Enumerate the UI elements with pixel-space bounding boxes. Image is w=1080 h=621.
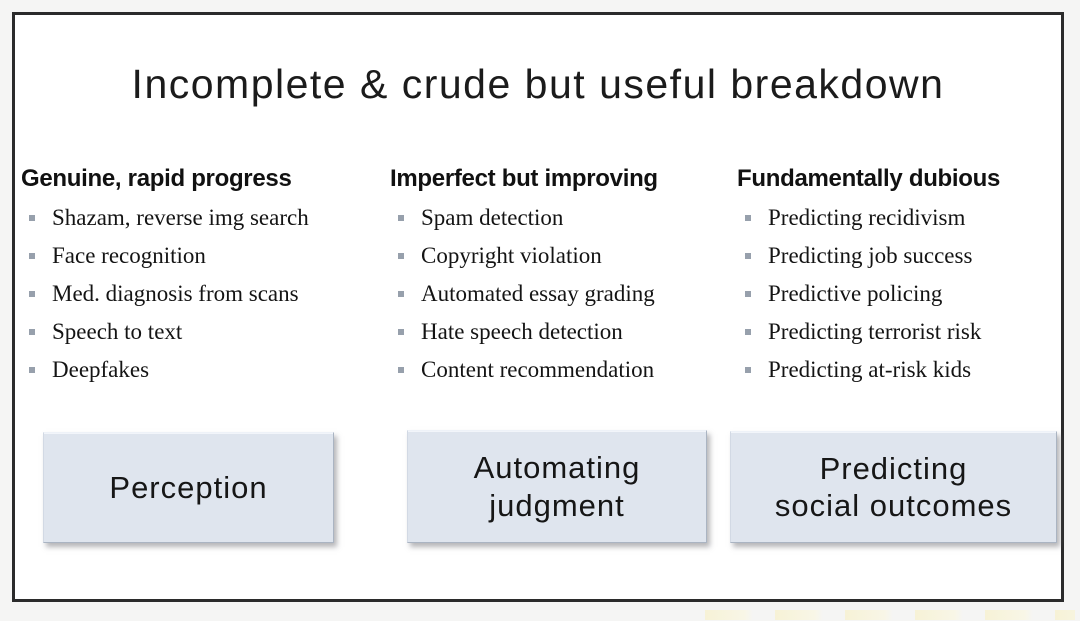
list-item: Predicting job success bbox=[737, 237, 1062, 275]
list-item-label: Shazam, reverse img search bbox=[52, 205, 309, 230]
column-heading: Fundamentally dubious bbox=[737, 165, 1001, 192]
bullet-icon bbox=[398, 253, 404, 259]
list-item: Automated essay grading bbox=[390, 275, 735, 313]
list-item-label: Predicting at-risk kids bbox=[768, 357, 972, 382]
bullet-icon bbox=[745, 215, 751, 221]
list-item-label: Med. diagnosis from scans bbox=[52, 281, 299, 306]
list-item-label: Content recommendation bbox=[421, 357, 655, 382]
bullet-list: Shazam, reverse img search Face recognit… bbox=[21, 199, 387, 389]
list-item: Predicting recidivism bbox=[737, 199, 1062, 237]
list-item-label: Face recognition bbox=[52, 243, 206, 268]
caption-artifact bbox=[705, 610, 1075, 620]
slide: Incomplete & crude but useful breakdown … bbox=[12, 12, 1064, 602]
bullet-icon bbox=[29, 291, 35, 297]
bullet-icon bbox=[398, 215, 404, 221]
bullet-icon bbox=[745, 291, 751, 297]
bullet-icon bbox=[745, 253, 751, 259]
list-item: Copyright violation bbox=[390, 237, 735, 275]
list-item: Deepfakes bbox=[21, 351, 387, 389]
automating-judgment-box: Automating judgment bbox=[407, 430, 707, 543]
list-item-label: Predicting job success bbox=[768, 243, 973, 268]
list-item-label: Automated essay grading bbox=[421, 281, 655, 306]
column-imperfect-improving: Imperfect but improving Spam detection C… bbox=[390, 165, 735, 389]
list-item: Face recognition bbox=[21, 237, 387, 275]
page-title: Incomplete & crude but useful breakdown bbox=[131, 61, 945, 107]
column-heading: Genuine, rapid progress bbox=[21, 165, 292, 192]
bullet-icon bbox=[398, 329, 404, 335]
bullet-icon bbox=[29, 215, 35, 221]
bullet-icon bbox=[398, 367, 404, 373]
list-item: Speech to text bbox=[21, 313, 387, 351]
list-item: Hate speech detection bbox=[390, 313, 735, 351]
list-item: Predicting at-risk kids bbox=[737, 351, 1062, 389]
list-item-label: Predicting terrorist risk bbox=[768, 319, 982, 344]
list-item-label: Predictive policing bbox=[768, 281, 943, 306]
list-item: Spam detection bbox=[390, 199, 735, 237]
column-heading: Imperfect but improving bbox=[390, 165, 658, 192]
column-fundamentally-dubious: Fundamentally dubious Predicting recidiv… bbox=[737, 165, 1062, 389]
perception-box: Perception bbox=[43, 432, 334, 543]
list-item: Predictive policing bbox=[737, 275, 1062, 313]
list-item-label: Speech to text bbox=[52, 319, 183, 344]
bullet-list: Predicting recidivism Predicting job suc… bbox=[737, 199, 1062, 389]
list-item-label: Deepfakes bbox=[52, 357, 150, 382]
column-genuine-progress: Genuine, rapid progress Shazam, reverse … bbox=[21, 165, 387, 389]
list-item: Content recommendation bbox=[390, 351, 735, 389]
list-item-label: Predicting recidivism bbox=[768, 205, 966, 230]
list-item: Predicting terrorist risk bbox=[737, 313, 1062, 351]
bullet-icon bbox=[29, 329, 35, 335]
category-box-label: Perception bbox=[109, 469, 268, 505]
bullet-list: Spam detection Copyright violation Autom… bbox=[390, 199, 735, 389]
bullet-icon bbox=[398, 291, 404, 297]
list-item-label: Copyright violation bbox=[421, 243, 602, 268]
list-item-label: Spam detection bbox=[421, 205, 564, 230]
bullet-icon bbox=[29, 253, 35, 259]
predicting-social-outcomes-box: Predicting social outcomes bbox=[730, 431, 1057, 543]
list-item: Shazam, reverse img search bbox=[21, 199, 387, 237]
list-item: Med. diagnosis from scans bbox=[21, 275, 387, 313]
category-box-label: Automating judgment bbox=[473, 450, 641, 523]
list-item-label: Hate speech detection bbox=[421, 319, 623, 344]
category-box-label: Predicting social outcomes bbox=[774, 450, 1013, 523]
bullet-icon bbox=[29, 367, 35, 373]
bullet-icon bbox=[745, 329, 751, 335]
bullet-icon bbox=[745, 367, 751, 373]
